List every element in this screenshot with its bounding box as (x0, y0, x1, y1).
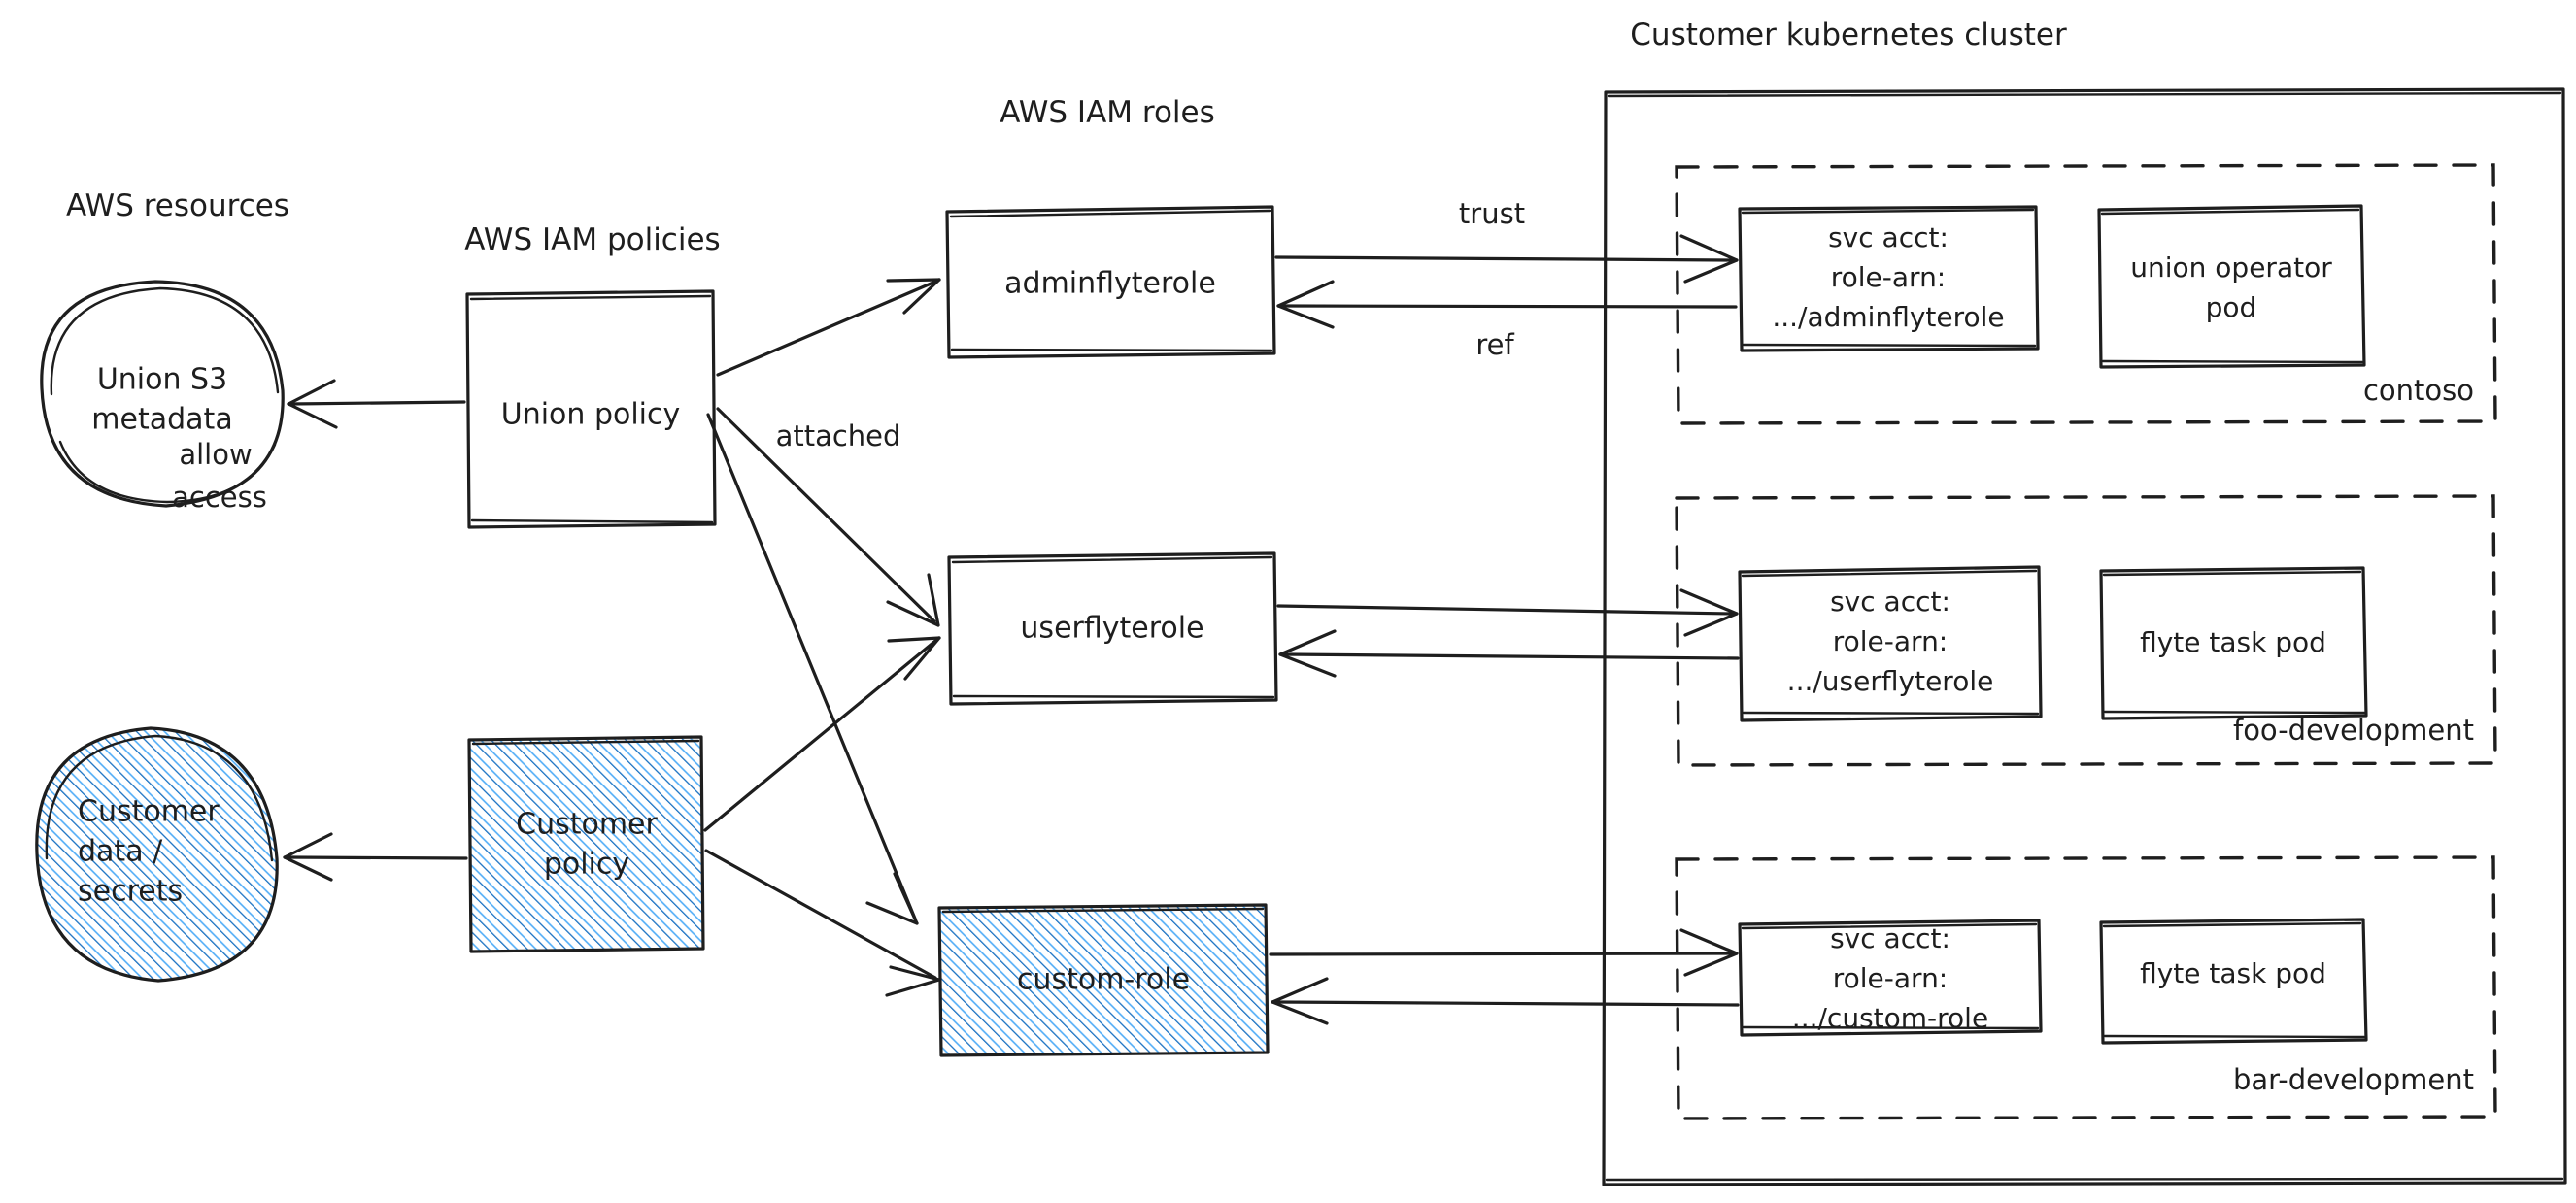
customer-cluster-box (1602, 87, 2567, 1186)
node-userflyterole: userflyterole (947, 551, 1278, 706)
custom-role-label: custom-role (1017, 963, 1190, 997)
group-title-aws-iam-policies: AWS IAM policies (464, 222, 720, 257)
edge-label-ref: ref (1475, 328, 1514, 361)
arrow-trust-adminflyterole (1274, 234, 1739, 284)
pod-label-line2: pod (2206, 291, 2257, 323)
userflyterole-label: userflyterole (1020, 612, 1203, 646)
arrow-ref-userflyterole (1278, 629, 1740, 678)
arrow-union-policy-to-custom-role (706, 413, 919, 925)
customer-data-label-line2: data / (78, 835, 163, 869)
svc-acct-line3: .../userflyterole (1787, 665, 1994, 697)
customer-policy-label-line1: Customer (516, 808, 658, 842)
pod-label-line1: flyte task pod (2140, 957, 2326, 989)
node-customer-data-secrets: Customer data / secrets (35, 726, 279, 983)
arrow-ref-custom-role (1271, 977, 1740, 1025)
svc-acct-box-bar: svc acct: role-arn: .../custom-role (1738, 919, 2043, 1037)
namespace-contoso: contoso svc acct: role-arn: .../adminfly… (1675, 163, 2497, 425)
arrow-union-policy-to-userflyterole (716, 407, 940, 627)
group-title-customer-cluster: Customer kubernetes cluster (1630, 17, 2067, 52)
union-policy-label: Union policy (501, 398, 681, 432)
node-adminflyterole: adminflyterole (945, 205, 1276, 359)
pod-label-line1: union operator (2130, 251, 2332, 284)
svc-acct-line2: role-arn: (1833, 625, 1949, 657)
svc-acct-line3: .../adminflyterole (1772, 301, 2004, 333)
svc-acct-line3: .../custom-role (1792, 1002, 1988, 1034)
customer-data-label-line1: Customer (78, 795, 220, 829)
namespace-label-bar: bar-development (2233, 1063, 2474, 1096)
pod-box-flyte-task-bar: flyte task pod (2099, 918, 2368, 1045)
arrow-union-policy-to-s3 (287, 379, 466, 429)
node-union-policy: Union policy (465, 289, 717, 529)
arrow-union-policy-to-adminflyterole (716, 278, 941, 377)
node-custom-role: custom-role (937, 903, 1270, 1057)
arrow-ref-adminflyterole (1276, 280, 1738, 329)
svc-acct-line2: role-arn: (1833, 962, 1949, 994)
svc-acct-line1: svc acct: (1830, 585, 1950, 618)
svc-acct-line1: svc acct: (1828, 221, 1949, 253)
group-title-aws-iam-roles: AWS IAM roles (1000, 95, 1215, 130)
node-customer-policy: Customer policy (467, 735, 705, 953)
svc-acct-box-foo: svc acct: role-arn: .../userflyterole (1738, 565, 2043, 722)
svc-acct-box-contoso: svc acct: role-arn: .../adminflyterole (1738, 205, 2040, 352)
group-title-aws-resources: AWS resources (66, 188, 289, 223)
pod-label-line1: flyte task pod (2140, 626, 2326, 658)
customer-policy-label-line2: policy (544, 848, 629, 882)
node-union-s3-metadata: Union S3 metadata (40, 280, 285, 508)
namespace-label-foo: foo-development (2233, 714, 2474, 747)
arrow-trust-userflyterole (1276, 588, 1739, 637)
union-s3-label-line2: metadata (91, 403, 232, 437)
arrow-customer-policy-to-data (283, 832, 468, 882)
namespace-bar-development: bar-development svc acct: role-arn: .../… (1675, 855, 2497, 1120)
edge-label-allow-line1: allow (179, 438, 252, 471)
edge-label-trust: trust (1459, 197, 1525, 230)
arrow-customer-policy-to-userflyterole (703, 636, 941, 832)
edge-label-allow-line2: access (172, 481, 267, 514)
edge-label-attached: attached (776, 419, 901, 452)
svc-acct-line2: role-arn: (1831, 261, 1947, 293)
namespace-foo-development: foo-development svc acct: role-arn: .../… (1675, 494, 2497, 767)
svc-acct-line1: svc acct: (1830, 922, 1950, 954)
arrow-customer-policy-to-custom-role (704, 849, 941, 997)
customer-data-label-line3: secrets (78, 875, 183, 909)
adminflyterole-label: adminflyterole (1004, 267, 1216, 301)
namespace-label-contoso: contoso (2363, 374, 2474, 407)
arrow-trust-custom-role (1269, 928, 1739, 977)
pod-box-union-operator: union operator pod (2097, 204, 2366, 369)
pod-box-flyte-task-foo: flyte task pod (2099, 566, 2368, 720)
union-s3-label-line1: Union S3 (97, 363, 227, 397)
